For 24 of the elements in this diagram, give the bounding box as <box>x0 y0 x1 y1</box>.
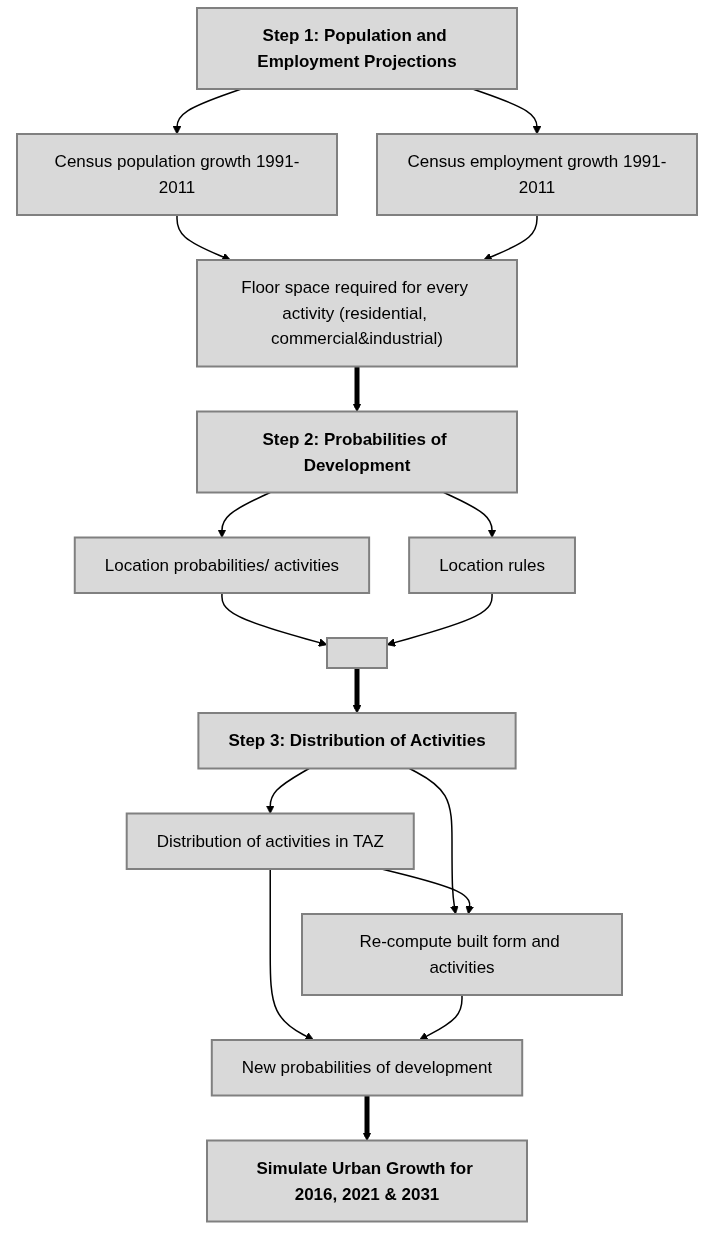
arrow <box>419 994 463 1041</box>
arrow <box>176 214 231 261</box>
node-box: Re-compute built form and activities <box>301 913 623 996</box>
arrow <box>443 491 497 538</box>
node-box: Distribution of activities in TAZ <box>125 812 415 870</box>
arrow <box>483 214 538 261</box>
node-box <box>326 637 388 669</box>
arrow <box>217 491 271 538</box>
node-box: Census employment growth 1991-2011 <box>376 133 698 216</box>
arrow <box>352 668 362 714</box>
arrow <box>362 1095 372 1141</box>
node-box: Step 2: Probabilities of Development <box>196 410 518 494</box>
node-box: Step 3: Distribution of Activities <box>197 712 517 770</box>
node-box: Location probabilities/ activities <box>73 536 371 594</box>
arrow <box>221 592 328 647</box>
node-box: Location rules <box>408 536 576 594</box>
node-box: New probabilities of development <box>210 1039 524 1097</box>
node-box: Floor space required for every activity (residential, commercial&industrial) <box>196 259 518 368</box>
arrow <box>269 868 314 1041</box>
arrow <box>352 366 362 412</box>
node-box: Census population growth 1991-2011 <box>16 133 338 216</box>
arrow <box>265 767 310 814</box>
node-box: Step 1: Population and Employment Projections <box>196 7 518 90</box>
node-box: Simulate Urban Growth for 2016, 2021 & 2031 <box>206 1139 528 1223</box>
